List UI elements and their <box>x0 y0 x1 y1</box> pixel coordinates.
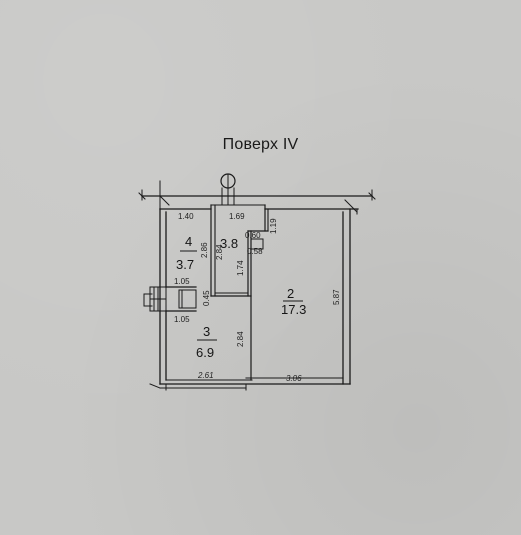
dim-5-87: 5.87 <box>332 289 341 305</box>
dim-0-45: 0.45 <box>202 290 211 306</box>
dim-1-74: 1.74 <box>236 260 245 276</box>
room-2-number: 2 <box>287 286 294 301</box>
ventilation-circle <box>220 173 236 206</box>
room-labels: 4 3.7 3.8 2 17.3 3 6.9 <box>176 234 306 360</box>
room-4-number: 4 <box>185 234 192 249</box>
left-window <box>143 286 167 312</box>
dim-0-58: 0.58 <box>247 247 263 256</box>
outer-walls <box>138 180 376 391</box>
dim-2-86: 2.86 <box>200 242 209 258</box>
room-3-area: 6.9 <box>196 345 214 360</box>
dim-1-05-bottom: 1.05 <box>174 315 190 324</box>
dim-2-84-wc: 2.84 <box>215 244 224 260</box>
room-3-number: 3 <box>203 324 210 339</box>
dim-1-69: 1.69 <box>229 212 245 221</box>
dim-1-05-top: 1.05 <box>174 277 190 286</box>
dim-2-61: 2.61 <box>197 371 214 380</box>
dim-1-19: 1.19 <box>269 218 278 234</box>
dimension-labels: 1.40 1.69 1.19 2.86 2.84 0.60 0.58 1.74 … <box>174 212 341 383</box>
dim-3-06: 3.06 <box>286 374 302 383</box>
dim-0-60: 0.60 <box>245 231 261 240</box>
room-wc-area: 3.8 <box>220 236 238 251</box>
room-4-area: 3.7 <box>176 257 194 272</box>
floor-title: Поверх IV <box>222 136 299 153</box>
room-2-area: 17.3 <box>281 302 306 317</box>
dim-2-84-room3: 2.84 <box>236 331 245 347</box>
dim-1-40: 1.40 <box>178 212 194 221</box>
interior-walls <box>165 204 269 381</box>
